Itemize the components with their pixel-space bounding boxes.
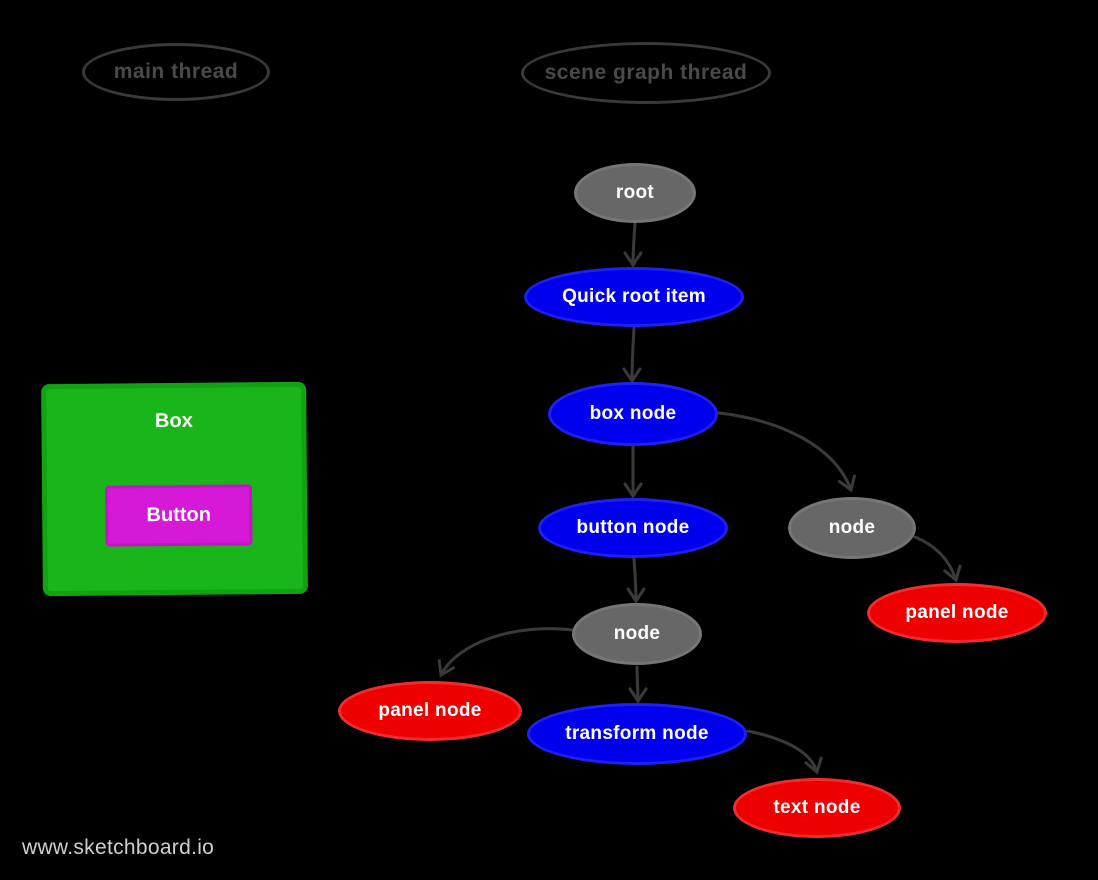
box-shape[interactable]: Box Button — [41, 381, 308, 597]
edge-button-node-to-node-center[interactable] — [626, 557, 646, 604]
node-text-node[interactable]: text node — [733, 778, 901, 838]
node-label: Quick root item — [562, 286, 706, 307]
node-box-node[interactable]: box node — [548, 382, 718, 446]
node-label: node — [828, 517, 876, 538]
box-label: Box — [154, 409, 193, 433]
node-label: transform node — [565, 723, 709, 744]
node-label: panel node — [905, 602, 1009, 623]
edge-node-right-to-panel-node-right[interactable] — [913, 535, 962, 583]
node-node-right[interactable]: node — [788, 497, 916, 559]
node-label: box node — [589, 403, 677, 424]
thread-ellipse-main-thread[interactable]: main thread — [82, 43, 270, 101]
edge-node-center-to-panel-node-left[interactable] — [437, 627, 575, 678]
node-panel-node-right[interactable]: panel node — [867, 583, 1047, 643]
edge-node-center-to-transform-node[interactable] — [628, 665, 648, 704]
edge-quick-root-item-to-box-node[interactable] — [622, 326, 642, 384]
edge-box-node-to-node-right[interactable] — [717, 411, 856, 493]
node-root[interactable]: root — [574, 163, 696, 223]
node-panel-node-left[interactable]: panel node — [338, 681, 522, 741]
edge-transform-node-to-text-node[interactable] — [746, 729, 823, 775]
node-label: root — [615, 182, 655, 203]
node-label: text node — [773, 797, 861, 818]
node-button-node[interactable]: button node — [538, 498, 728, 558]
node-transform-node[interactable]: transform node — [527, 703, 747, 765]
node-quick-root-item[interactable]: Quick root item — [524, 267, 744, 327]
node-label: panel node — [378, 700, 482, 721]
thread-ellipse-scene-graph-thread[interactable]: scene graph thread — [521, 42, 771, 104]
button-label: Button — [146, 503, 212, 527]
button-shape[interactable]: Button — [104, 484, 253, 547]
node-label: node — [613, 623, 661, 644]
node-label: button node — [576, 517, 690, 538]
node-node-center[interactable]: node — [572, 603, 702, 665]
sketchboard-watermark: www.sketchboard.io — [22, 836, 215, 859]
edge-root-to-quick-root-item[interactable] — [623, 222, 643, 268]
